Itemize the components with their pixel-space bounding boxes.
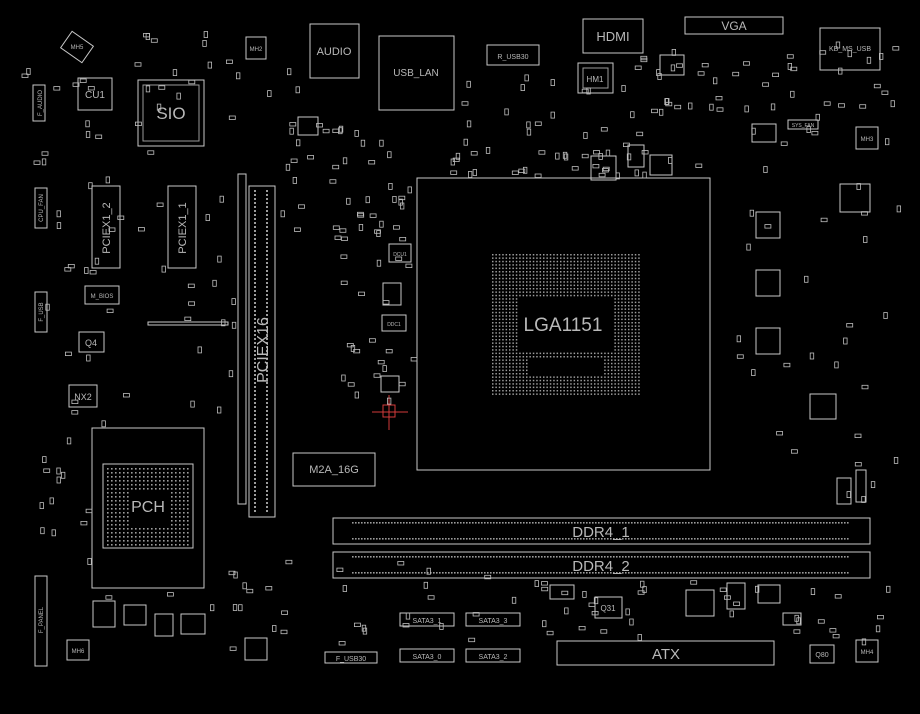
atx-label: ATX [652,646,680,663]
pciex16-label: PCIEX16 [255,317,272,383]
ddr4-1-label: DDR4_1 [572,524,630,541]
mh6-mounting-hole: MH6 [66,639,90,661]
pciex16-slot: PCIEX16 [248,185,276,518]
m2a-16g-label: M2A_16G [309,464,359,476]
hm1-label: HM1 [587,75,604,84]
sata3-1-label: SATA3_1 [413,618,442,625]
q4-part: Q4 [78,331,105,353]
dcu1-part: DCU1 [388,243,412,263]
sata3-1-port: SATA3_1 [399,612,455,627]
cu1-label: CU1 [85,90,105,101]
q80-part: Q80 [809,644,835,664]
pciex1-2-label: PCIEX1_2 [101,202,113,253]
hm1-chip: HM1 [577,62,614,94]
sio-label: SIO [156,104,185,123]
cpu-fan-header: CPU_FAN [34,187,48,229]
pciex1-1-slot: PCIEX1_1 [167,185,197,269]
passive-components [21,31,901,651]
ddc1-part: DDC1 [381,314,407,332]
atx-power-connector: ATX [556,640,775,666]
m-bios-label: M_BIOS [91,294,114,300]
nx2-label: NX2 [74,392,92,402]
sata3-0-label: SATA3_0 [413,654,442,661]
sys-fan-header: SYS_FAN [787,119,819,130]
usb-lan-connector: USB_LAN [378,35,455,111]
q31-label: Q31 [600,604,616,613]
r-usb30-label: R_USB30 [497,54,528,61]
m2-slot: M2A_16G [292,452,376,487]
q31-part: Q31 [594,596,623,619]
usb-lan-label: USB_LAN [393,68,439,79]
q80-label: Q80 [815,652,828,659]
ddr4-1-slot: DDR4_1 [332,517,871,545]
sata3-2-port: SATA3_2 [465,648,521,663]
mh3-mounting-hole: MH3 [855,126,879,150]
ddr4-2-slot: DDR4_2 [332,551,871,579]
r-usb30-header: R_USB30 [486,44,540,66]
sata3-0-port: SATA3_0 [399,648,455,663]
sio-chip: SIO [137,79,205,147]
f-usb-label: F_USB [39,302,45,321]
f-audio-label: F_AUDIO [38,90,44,116]
hdmi-label: HDMI [596,29,629,44]
ddc1-label: DDC1 [387,322,401,328]
pciex1-2-slot: PCIEX1_2 [91,185,121,269]
mh4-label: MH4 [861,650,874,656]
mh2-label: MH2 [250,47,263,53]
nx2-part: NX2 [68,384,98,408]
vga-connector: VGA [684,16,784,35]
pch-label: PCH [131,499,165,516]
vga-label: VGA [721,19,746,33]
cpu-fan-label: CPU_FAN [39,194,45,222]
cu1-chip: CU1 [77,77,113,111]
audio-label: AUDIO [317,46,352,58]
f-usb30-header: F_USB30 [324,651,378,664]
ddr4-2-label: DDR4_2 [572,558,630,575]
f-panel-header: F_PANEL [34,575,48,667]
sata3-3-port: SATA3_3 [465,612,521,627]
dcu1-label: DCU1 [393,252,407,258]
sata3-3-label: SATA3_3 [479,618,508,625]
hdmi-connector: HDMI [582,18,644,54]
f-panel-label: F_PANEL [39,606,45,633]
kb-ms-usb-connector: KB_MS_USB [819,27,881,71]
f-audio-header: F_AUDIO [32,84,46,122]
m-bios-chip: M_BIOS [84,285,120,305]
audio-connector: AUDIO [309,23,360,79]
pciex1-1-label: PCIEX1_1 [177,202,189,253]
mh3-label: MH3 [861,137,874,143]
pch-chip: PCH [91,427,205,589]
f-usb30-label: F_USB30 [336,656,366,663]
kb-ms-usb-label: KB_MS_USB [829,46,871,53]
f-usb-header: F_USB [34,291,48,333]
mh5-mounting-hole: MH5 [59,30,95,64]
sys-fan-label: SYS_FAN [792,123,815,129]
lga1151-label: LGA1151 [524,315,603,336]
cpu-socket: LGA1151 [416,177,711,471]
q4-label: Q4 [85,338,97,348]
sata3-2-label: SATA3_2 [479,654,508,661]
mh2-mounting-hole: MH2 [245,36,267,60]
mh4-mounting-hole: MH4 [855,639,879,663]
mh5-label: MH5 [71,45,84,51]
mh6-label: MH6 [72,649,85,655]
